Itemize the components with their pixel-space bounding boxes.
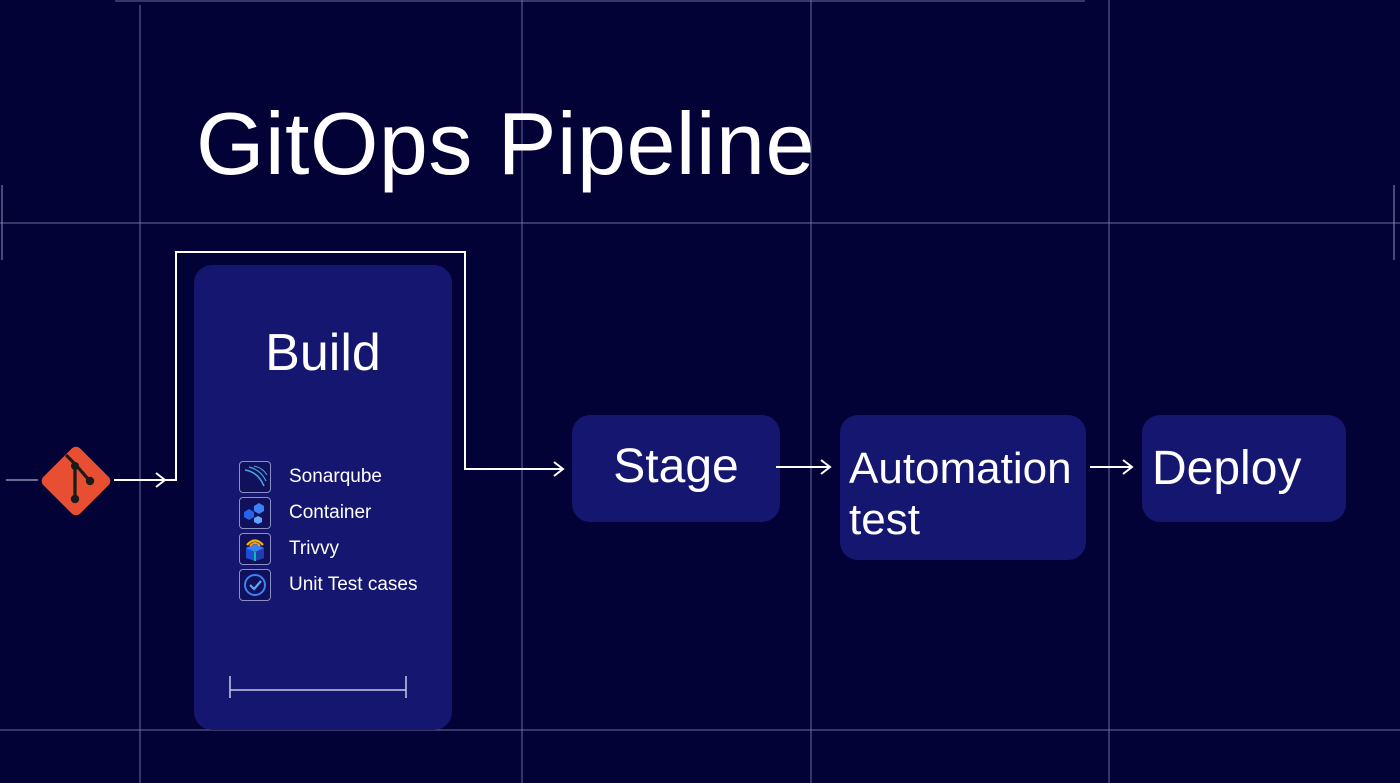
build-stage-box[interactable]: Build Sonarqube Container <box>194 265 452 730</box>
tool-item-sonarqube: Sonarqube <box>239 459 417 495</box>
stage-box[interactable]: Stage <box>572 415 780 522</box>
trivy-icon <box>239 533 271 565</box>
tool-item-container: Container <box>239 495 417 531</box>
automation-test-label: Automation test <box>849 444 1072 544</box>
deploy-label: Deploy <box>1152 442 1302 495</box>
tool-item-unit-test: Unit Test cases <box>239 567 417 603</box>
unit-test-icon <box>239 569 271 601</box>
automation-test-box[interactable]: Automation test <box>840 415 1086 560</box>
page-title: GitOps Pipeline <box>196 94 815 193</box>
tool-label-trivy: Trivvy <box>289 538 339 559</box>
stage-label: Stage <box>613 440 739 493</box>
tool-label-unit-test: Unit Test cases <box>289 574 418 595</box>
tool-label-container: Container <box>289 502 372 523</box>
sonarqube-icon <box>239 461 271 493</box>
container-icon <box>239 497 271 529</box>
git-icon <box>41 446 111 516</box>
tool-label-sonarqube: Sonarqube <box>289 466 382 487</box>
build-tools-list: Sonarqube Container <box>239 459 417 603</box>
tool-item-trivy: Trivvy <box>239 531 417 567</box>
build-stage-label: Build <box>265 324 381 382</box>
deploy-box[interactable]: Deploy <box>1142 415 1346 522</box>
